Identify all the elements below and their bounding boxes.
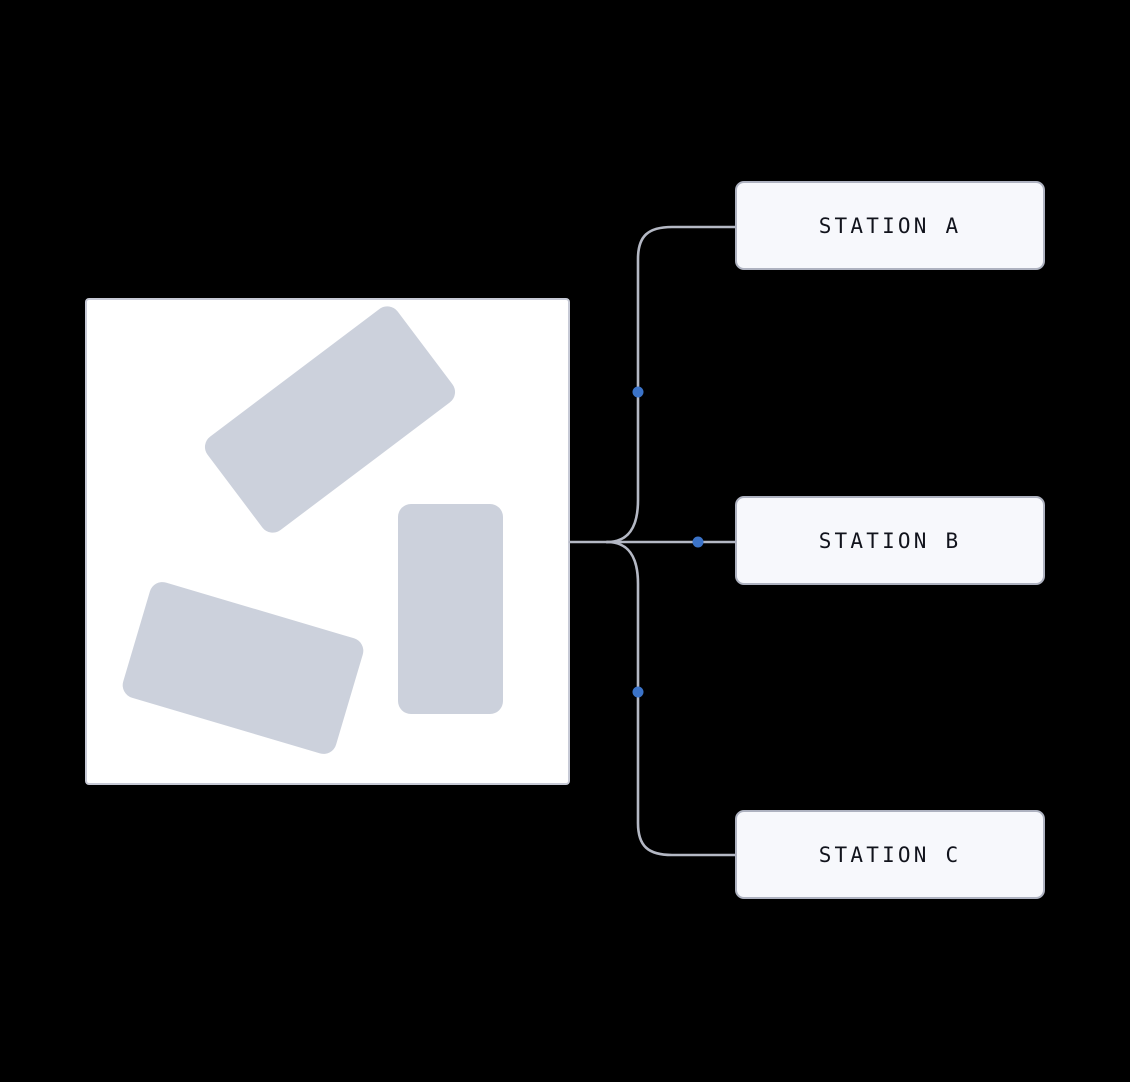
connector-node-a[interactable] xyxy=(632,386,644,398)
station-label-b: STATION B xyxy=(818,528,962,553)
station-label-a: STATION A xyxy=(818,213,962,238)
source-panel[interactable] xyxy=(85,298,570,785)
part-shape-2[interactable] xyxy=(398,504,503,714)
station-box-b[interactable]: STATION B xyxy=(735,496,1045,585)
connector-node-c[interactable] xyxy=(632,686,644,698)
station-box-c[interactable]: STATION C xyxy=(735,810,1045,899)
connector-branch-c xyxy=(605,540,737,857)
part-shape-1[interactable] xyxy=(199,301,461,538)
station-label-c: STATION C xyxy=(818,842,962,867)
part-shape-3[interactable] xyxy=(119,578,367,758)
connector-node-b[interactable] xyxy=(692,536,704,548)
station-box-a[interactable]: STATION A xyxy=(735,181,1045,270)
connector-branch-a xyxy=(605,225,737,544)
